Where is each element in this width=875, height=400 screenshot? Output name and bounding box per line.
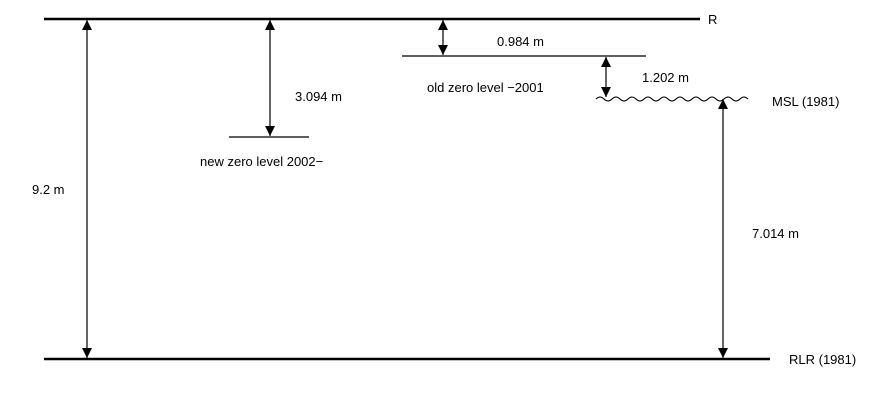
total-height-label: 9.2 m [32, 182, 65, 197]
msl-label: MSL (1981) [772, 94, 839, 109]
reference-r-label: R [708, 12, 717, 27]
old-zero-level-label: old zero level −2001 [427, 80, 544, 95]
old-zero-to-msl-label: 1.202 m [642, 70, 689, 85]
msl-wavy-line [595, 96, 749, 102]
r-to-old-zero-label: 0.984 m [497, 34, 544, 49]
msl-to-rlr-label: 7.014 m [752, 226, 799, 241]
new-zero-level-label: new zero level 2002− [200, 154, 323, 169]
rlr-label: RLR (1981) [789, 352, 856, 367]
r-to-new-zero-label: 3.094 m [295, 89, 342, 104]
